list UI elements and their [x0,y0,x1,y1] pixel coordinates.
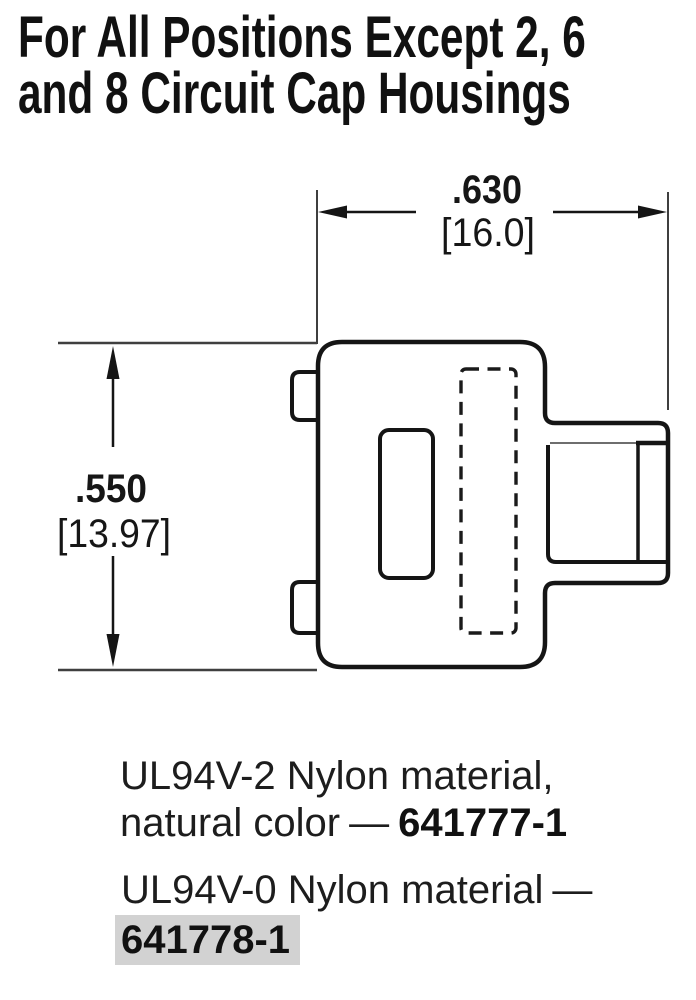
part-number-641777-1: 641777-1 [398,801,568,845]
height-dim-millimeters: [13.97] [57,512,171,556]
note2-dash: — [552,868,593,912]
page-title: For All Positions Except 2, 6 and 8 Circ… [18,5,586,126]
arrow-up-icon [106,346,120,379]
hidden-feature-dashed-outline [459,367,518,635]
width-dimension-line [318,205,667,219]
note2-line1: UL94V-0 Nylon material [121,868,544,912]
arrow-left-icon [318,205,347,219]
width-dim-millimeters: [16.0] [441,211,535,255]
title-line-2: and 8 Circuit Cap Housings [18,61,571,126]
material-note-ul94v2: UL94V-2 Nylon material, natural color—64… [120,753,567,847]
title-line-1: For All Positions Except 2, 6 [18,5,586,70]
socket-recess [546,440,666,564]
socket-left-bottom [546,445,666,564]
width-dim-inches: .630 [452,168,522,212]
height-dim-inches: .550 [75,467,147,511]
latch-bump-bottom [290,580,319,635]
height-dimension [58,341,317,672]
material-note-ul94v0: UL94V-0 Nylon material— 641778-1 [115,865,593,965]
housing-outline [315,339,671,670]
note1-dash: — [349,801,390,845]
height-dimension-line [106,346,120,667]
latch-bump-top [290,370,319,422]
note1-line1: UL94V-2 Nylon material, [120,754,554,798]
width-dimension [316,190,669,410]
latch-window [378,428,435,580]
arrow-right-icon [638,205,667,219]
arrow-down-icon [106,634,120,667]
housing-body [290,339,671,670]
note1-line2: natural color [120,801,341,845]
part-number-641778-1: 641778-1 [115,915,301,965]
